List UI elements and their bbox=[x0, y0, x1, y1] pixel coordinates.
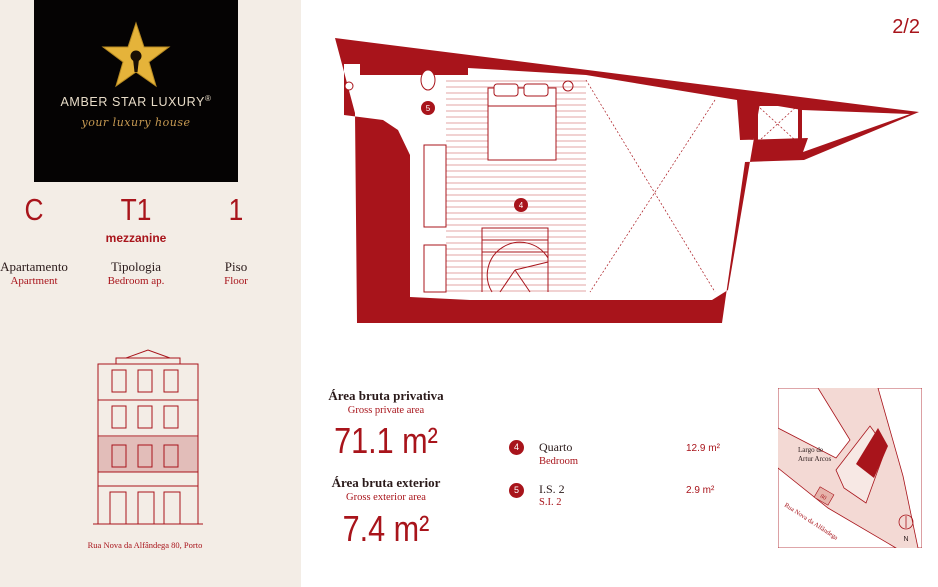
map-building-highlight bbox=[856, 428, 888, 478]
plan-tag-4: 4 bbox=[519, 201, 524, 210]
star-keyhole-icon bbox=[101, 21, 171, 88]
brand-tagline: your luxury house bbox=[81, 116, 191, 129]
brand-name: AMBER STAR LUXURY® bbox=[60, 94, 212, 110]
typology-value: T1 bbox=[120, 192, 152, 227]
floor-label: Piso bbox=[224, 259, 248, 274]
private-area-label-en: Gross private area bbox=[347, 405, 425, 416]
floor-plan: 5 4 bbox=[335, 38, 919, 323]
brand-logo: AMBER STAR LUXURY® your luxury house bbox=[34, 0, 238, 182]
private-area-value: 71.1 m² bbox=[334, 420, 438, 461]
north-arrow-icon bbox=[898, 514, 914, 530]
shower-icon bbox=[344, 81, 354, 91]
exterior-area-label: Área bruta exterior bbox=[331, 475, 441, 490]
room-5-name-en: S.I. 2 bbox=[539, 497, 562, 508]
floor-value: 1 bbox=[228, 192, 244, 227]
room-5-area: 2.9 m² bbox=[686, 485, 715, 496]
page-indicator: 2/2 bbox=[892, 16, 920, 38]
building-address: Rua Nova da Alfândega 80, Porto bbox=[87, 540, 203, 550]
apartment-label-en: Apartment bbox=[10, 275, 58, 287]
room-4-name: Quarto bbox=[539, 440, 573, 454]
room-4-badge: 4 bbox=[509, 440, 524, 455]
typology-label-en: Bedroom ap. bbox=[107, 275, 165, 287]
apartment-label: Apartamento bbox=[0, 259, 68, 274]
typology-label: Tipologia bbox=[110, 259, 162, 274]
north-label: N bbox=[903, 536, 908, 543]
apartment-value: C bbox=[24, 192, 44, 227]
typology-note: mezzanine bbox=[105, 231, 167, 245]
room-4-name-en: Bedroom bbox=[539, 456, 579, 467]
floor-label-en: Floor bbox=[224, 275, 248, 287]
exterior-area-value: 7.4 m² bbox=[342, 508, 430, 549]
private-area-label: Área bruta privativa bbox=[328, 388, 444, 403]
plan-outer-walls bbox=[335, 38, 919, 323]
plan-tag-5: 5 bbox=[426, 104, 431, 113]
room-5-name: I.S. 2 bbox=[539, 482, 565, 496]
room-5-badge: 5 bbox=[509, 483, 524, 498]
exterior-area-label-en: Gross exterior area bbox=[346, 492, 426, 503]
left-panel: AMBER STAR LUXURY® your luxury house C T… bbox=[0, 0, 301, 587]
building-facade-illustration bbox=[93, 349, 203, 525]
toilet-icon bbox=[420, 69, 436, 91]
map-building-number: 80 bbox=[819, 494, 827, 502]
room-4-area: 12.9 m² bbox=[686, 443, 720, 454]
bed-icon bbox=[487, 83, 557, 161]
highlighted-floor bbox=[98, 437, 198, 472]
lamp-icon bbox=[562, 80, 574, 92]
spiral-staircase bbox=[481, 227, 549, 293]
